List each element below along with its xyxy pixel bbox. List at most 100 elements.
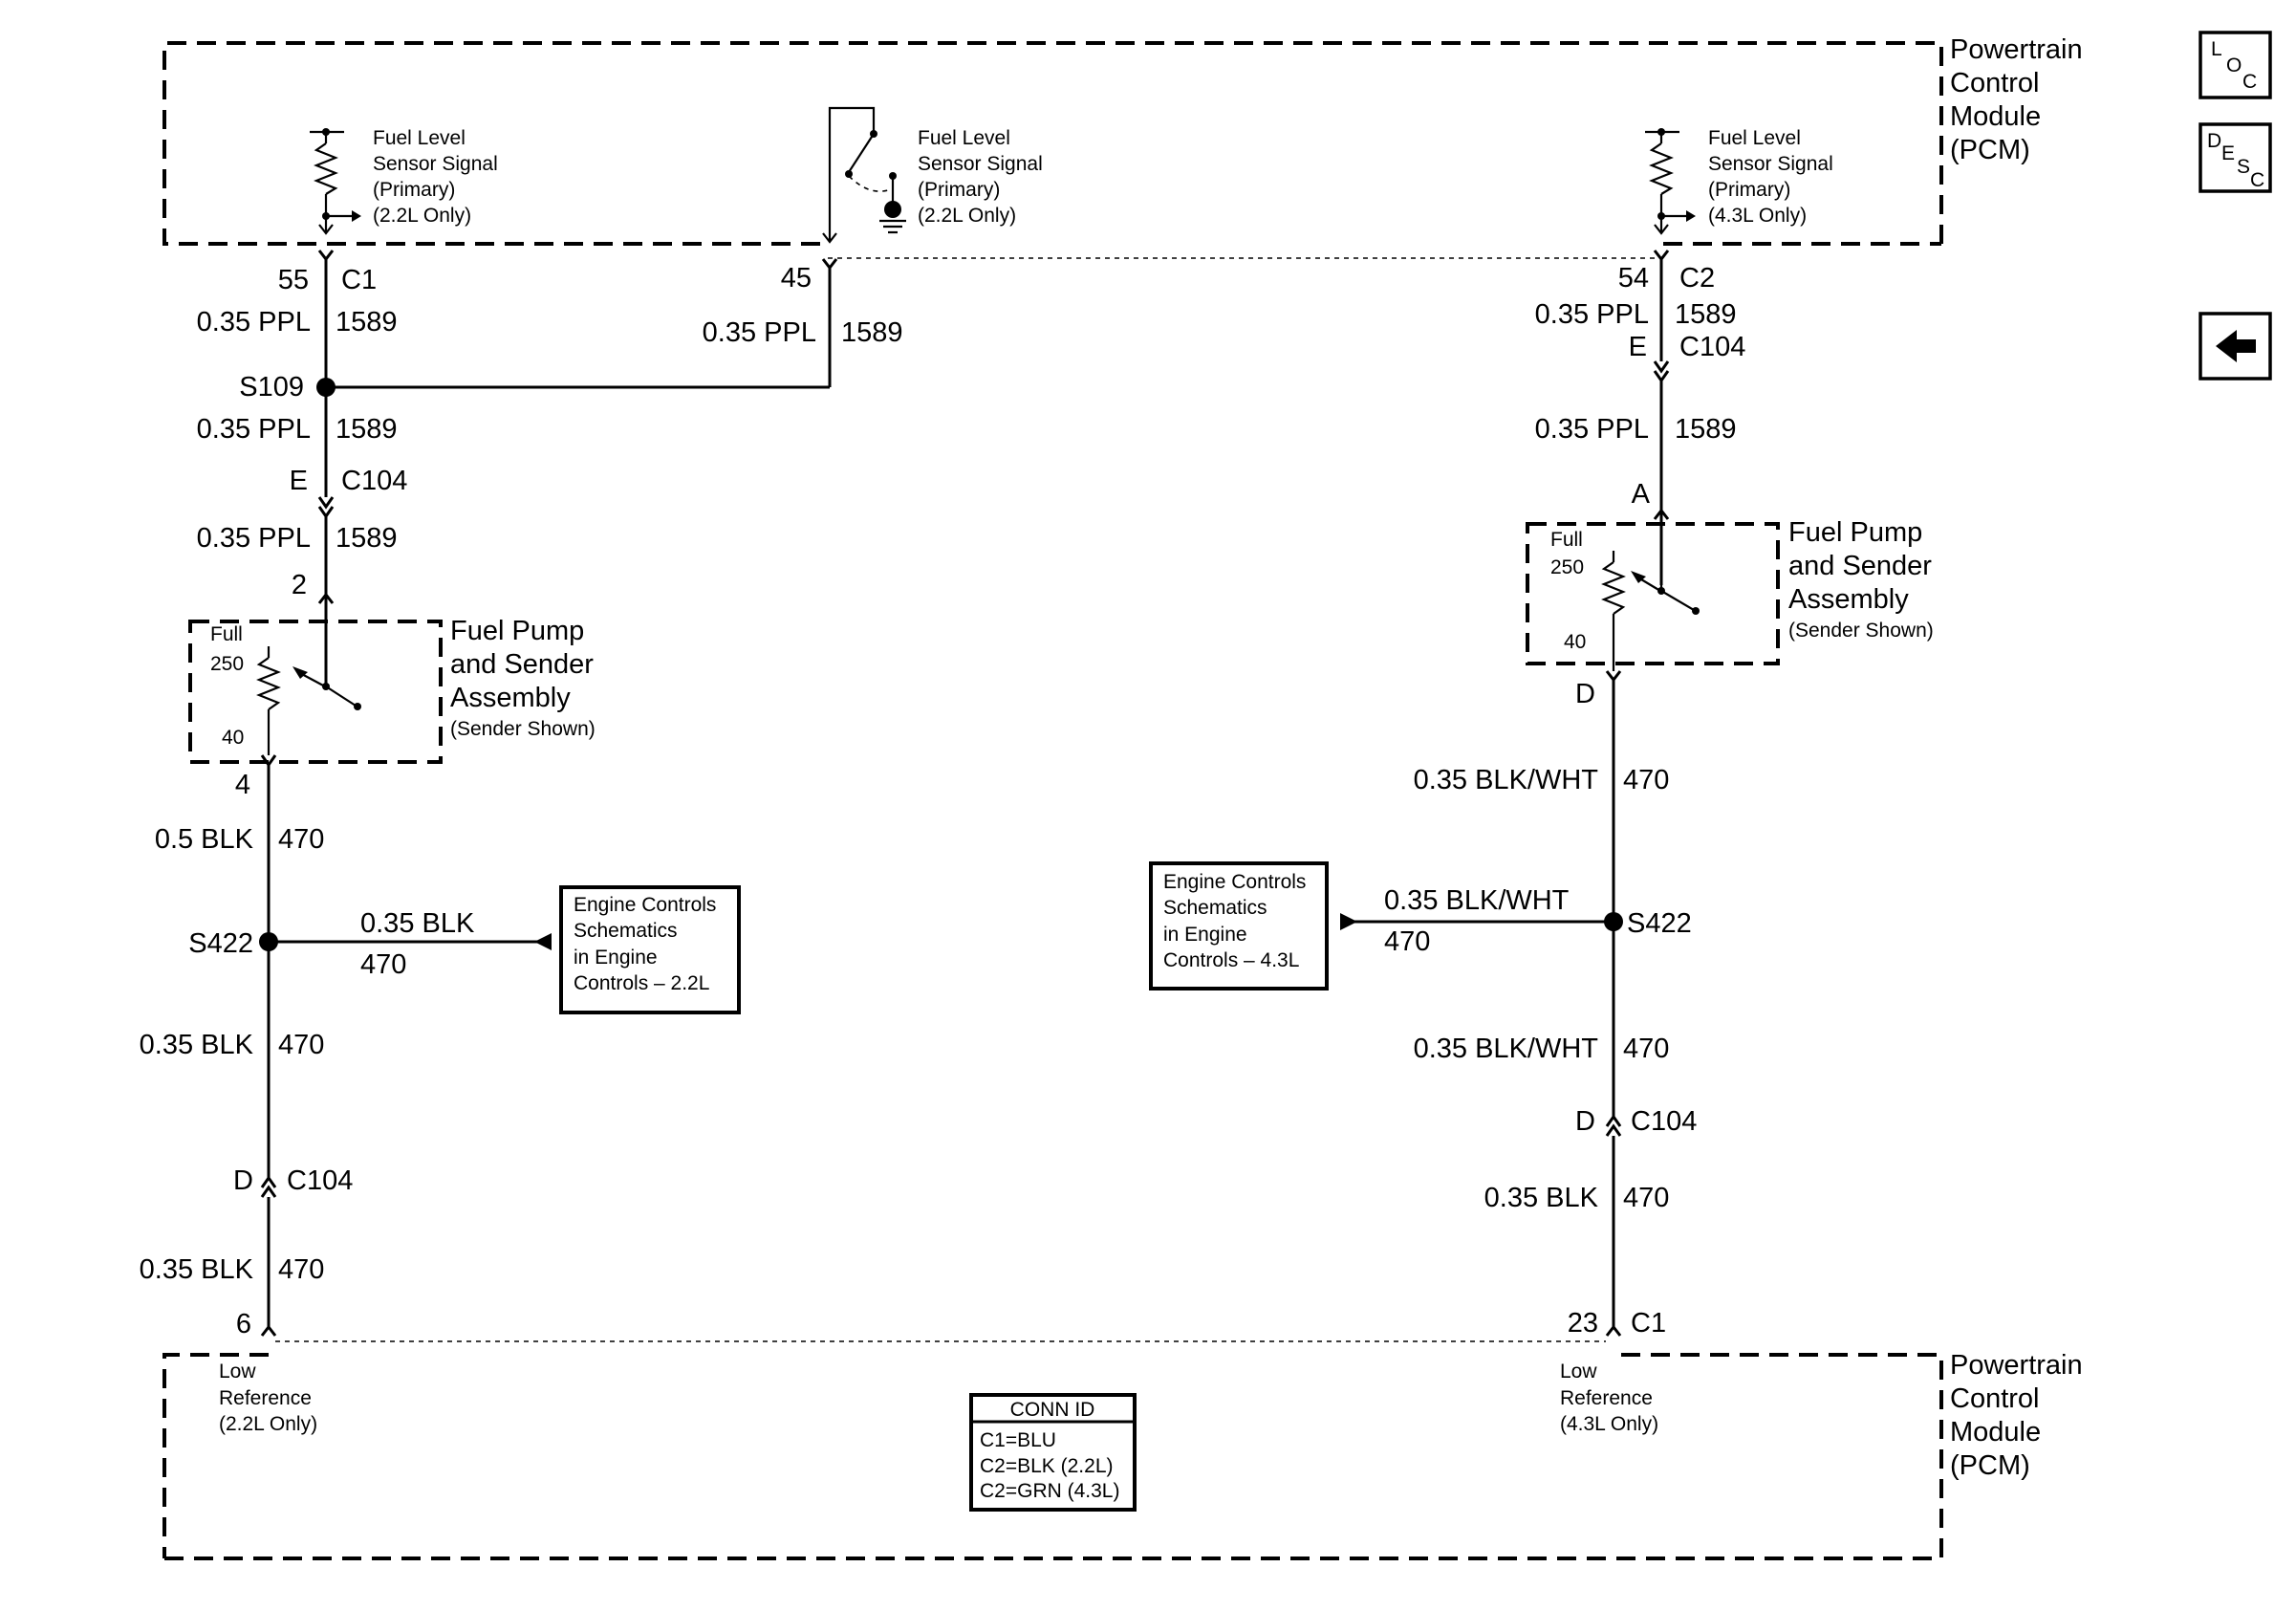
svg-text:Reference: Reference <box>1560 1387 1653 1409</box>
conn-id-line: C2=BLK (2.2L) <box>980 1455 1114 1477</box>
svg-text:250: 250 <box>1550 556 1584 578</box>
svg-text:1589: 1589 <box>336 523 398 554</box>
svg-text:0.35 PPL: 0.35 PPL <box>1535 299 1649 330</box>
pull-up-resistor-symbol-1 <box>310 128 361 235</box>
svg-text:Low: Low <box>1560 1361 1597 1382</box>
pcm-top-box <box>162 41 1943 259</box>
svg-text:(Primary): (Primary) <box>1708 179 1790 201</box>
svg-text:in Engine: in Engine <box>1163 924 1247 946</box>
svg-text:C104: C104 <box>287 1165 353 1196</box>
svg-text:C2: C2 <box>1679 263 1715 294</box>
left-fuel-pump-sender-assembly: Full 250 40 <box>188 620 443 764</box>
svg-text:0.35 BLK: 0.35 BLK <box>140 1254 254 1285</box>
svg-text:0.35 PPL: 0.35 PPL <box>197 523 311 554</box>
right-branch-arrow-icon <box>1340 913 1357 930</box>
svg-text:55: 55 <box>278 265 309 295</box>
engine-controls-ref-box-2-2l[interactable]: Engine Controls Schematics in Engine Con… <box>559 885 741 1014</box>
svg-text:Fuel Level: Fuel Level <box>1708 127 1801 149</box>
svg-text:Module: Module <box>1950 101 2041 132</box>
svg-text:2: 2 <box>292 570 307 600</box>
svg-text:Fuel Pump: Fuel Pump <box>1788 517 1922 548</box>
svg-text:S: S <box>2237 156 2250 178</box>
conn-id-line: C1=BLU <box>980 1429 1056 1451</box>
engine-controls-ref-box-4-3l[interactable]: Engine Controls Schematics in Engine Con… <box>1149 861 1329 991</box>
svg-text:470: 470 <box>360 949 406 980</box>
svg-text:0.5 BLK: 0.5 BLK <box>155 824 254 855</box>
svg-text:Module: Module <box>1950 1417 2041 1448</box>
svg-text:(2.2L Only): (2.2L Only) <box>373 205 471 227</box>
svg-text:(2.2L Only): (2.2L Only) <box>918 205 1016 227</box>
svg-text:45: 45 <box>781 263 812 294</box>
svg-text:S422: S422 <box>188 928 253 959</box>
signal-label-1: Fuel Level Sensor Signal (Primary) (2.2L… <box>373 127 498 227</box>
svg-text:S109: S109 <box>239 372 304 403</box>
switch-to-ground-symbol <box>822 106 906 244</box>
signal-label-3: Fuel Level Sensor Signal (Primary) (4.3L… <box>1708 127 1833 227</box>
svg-text:470: 470 <box>278 824 324 855</box>
svg-text:0.35 BLK: 0.35 BLK <box>1484 1183 1599 1213</box>
svg-text:Schematics: Schematics <box>574 920 678 942</box>
svg-text:Controls – 2.2L: Controls – 2.2L <box>574 972 709 994</box>
middle-wire-labels: 45 0.35 PPL 1589 <box>703 263 903 348</box>
back-button[interactable] <box>2199 312 2272 381</box>
svg-text:Engine Controls: Engine Controls <box>574 894 716 916</box>
svg-text:54: 54 <box>1618 263 1649 294</box>
svg-text:C104: C104 <box>341 466 407 496</box>
svg-text:C1: C1 <box>341 265 377 295</box>
svg-text:470: 470 <box>1384 926 1430 957</box>
conn-id-title: CONN ID <box>1010 1399 1095 1421</box>
svg-text:D: D <box>233 1165 253 1196</box>
svg-text:C104: C104 <box>1679 332 1745 362</box>
svg-text:O: O <box>2226 54 2242 76</box>
svg-text:(Primary): (Primary) <box>918 179 1000 201</box>
left-assembly-title: Fuel Pump and Sender Assembly (Sender Sh… <box>450 616 596 740</box>
right-assembly-title: Fuel Pump and Sender Assembly (Sender Sh… <box>1788 517 1934 642</box>
svg-text:40: 40 <box>1564 631 1586 653</box>
right-circuit-wires <box>1346 250 1670 1337</box>
svg-text:E: E <box>290 466 308 496</box>
svg-text:0.35 BLK/WHT: 0.35 BLK/WHT <box>1384 885 1570 916</box>
svg-text:(Sender Shown): (Sender Shown) <box>1788 620 1934 642</box>
svg-text:0.35 PPL: 0.35 PPL <box>197 307 311 337</box>
svg-text:in Engine: in Engine <box>574 947 658 969</box>
svg-text:40: 40 <box>222 727 244 749</box>
svg-text:E: E <box>1629 332 1647 362</box>
svg-text:(PCM): (PCM) <box>1950 135 2030 165</box>
svg-text:C: C <box>2250 169 2264 191</box>
svg-text:250: 250 <box>210 653 244 675</box>
svg-text:Powertrain: Powertrain <box>1950 34 2083 65</box>
desc-button[interactable]: D E S C <box>2199 122 2272 193</box>
svg-text:Assembly: Assembly <box>1788 584 1909 615</box>
svg-text:4: 4 <box>235 770 250 800</box>
svg-text:Sensor Signal: Sensor Signal <box>1708 153 1833 175</box>
left-branch-arrow-icon <box>534 933 552 950</box>
svg-text:Control: Control <box>1950 1383 2040 1414</box>
svg-text:Controls – 4.3L: Controls – 4.3L <box>1163 949 1299 971</box>
pcm-bottom-box <box>162 1340 1943 1560</box>
svg-text:(PCM): (PCM) <box>1950 1450 2030 1481</box>
svg-text:470: 470 <box>1623 1183 1669 1213</box>
splice-s109-dot <box>316 378 336 397</box>
splice-s422-left-dot <box>259 932 278 951</box>
svg-text:C1: C1 <box>1631 1308 1666 1339</box>
svg-text:D: D <box>2207 130 2221 152</box>
pcm-title-bottom: Powertrain Control Module (PCM) <box>1950 1350 2083 1481</box>
svg-text:23: 23 <box>1568 1308 1598 1339</box>
svg-text:Engine Controls: Engine Controls <box>1163 871 1306 893</box>
low-reference-label-4-3l: Low Reference (4.3L Only) <box>1560 1361 1658 1435</box>
svg-text:and Sender: and Sender <box>1788 551 1932 581</box>
svg-text:0.35 BLK/WHT: 0.35 BLK/WHT <box>1414 765 1599 795</box>
svg-text:470: 470 <box>278 1030 324 1060</box>
svg-text:1589: 1589 <box>336 307 398 337</box>
loc-button[interactable]: L O C <box>2199 31 2272 99</box>
svg-text:1589: 1589 <box>1675 414 1737 445</box>
svg-text:1589: 1589 <box>841 317 903 348</box>
svg-text:470: 470 <box>1623 1034 1669 1064</box>
svg-text:0.35 BLK: 0.35 BLK <box>140 1030 254 1060</box>
svg-text:D: D <box>1575 679 1595 709</box>
svg-text:Low: Low <box>219 1361 256 1382</box>
svg-text:0.35 PPL: 0.35 PPL <box>197 414 311 445</box>
back-arrow-icon <box>2216 330 2256 362</box>
